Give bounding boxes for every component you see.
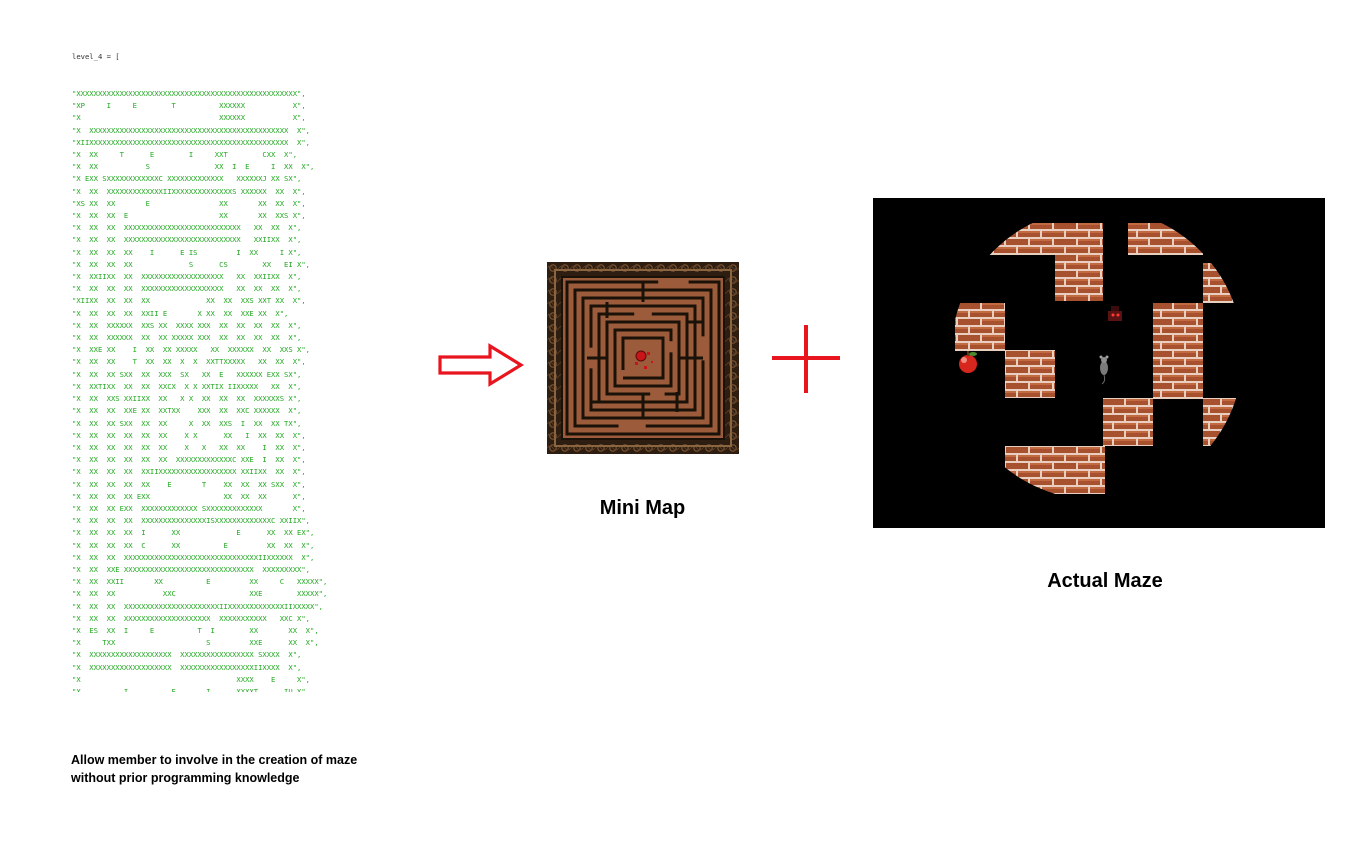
code-line: "X XX XXII XX E XX C XXXXX", <box>72 577 328 587</box>
code-line: "X XX XX XX C XX E XX XX X", <box>72 540 315 550</box>
code-line: "X XX XX XXXXXXXXXXXXXXXXXXXXXXXXXXXXXXX… <box>72 552 315 562</box>
code-line: "X XX XX SXX XX XX X XX XXS I XX XX TX", <box>72 418 302 428</box>
description-line-2: without prior programming knowledge <box>71 771 300 785</box>
code-line: "X XXIIXX XX XXXXXXXXXXXXXXXXXXX XX XXII… <box>72 272 302 282</box>
code-line: "X XX S XX I E I XX X", <box>72 162 315 172</box>
code-line: "X XX T E I XXT CXX X", <box>72 150 298 160</box>
code-line: "X XXE XX I XX XX XXXXX XX XXXXXX XX XXS… <box>72 345 310 355</box>
code-line: "X XXXXXXXXXXXXXXXXXXX XXXXXXXXXXXXXXXXX… <box>72 650 302 660</box>
code-line: "X XX XXXXXX XX XX XXXXX XXX XX XX XX XX… <box>72 333 302 343</box>
level-code-listing: level_4 = [ "XXXXXXXXXXXXXXXXXXXXXXXXXXX… <box>72 27 412 692</box>
code-line: "X XX XX XX XX XX X X XX XX I XX X", <box>72 442 306 452</box>
code-line: "X XX XX XXXXXXXXXXXXXXXXXXXXXXIIXXXXXXX… <box>72 601 323 611</box>
code-line: "X XX XX XX XX E T XX XX XX SXX X", <box>72 479 306 489</box>
code-line: "X EXX SXXXXXXXXXXXXC XXXXXXXXXXXXX XXXX… <box>72 174 302 184</box>
code-line: "X I E I XXXXT IU X", <box>72 686 310 692</box>
code-line: "X XX XX XX XXXXXXXXXXXXXXXXXXX XX XX XX… <box>72 284 302 294</box>
apple-icon <box>959 351 977 373</box>
code-line: "X XX XX XX XXIIXXXXXXXXXXXXXXXXXX XXIIX… <box>72 467 306 477</box>
plus-icon <box>772 325 840 393</box>
code-line: "X XX XXXXXX XXS XX XXXX XXX XX XX XX XX… <box>72 320 302 330</box>
code-line: "X XX XX XXC XXE XXXXX", <box>72 589 328 599</box>
code-line: "XXXXXXXXXXXXXXXXXXXXXXXXXXXXXXXXXXXXXXX… <box>72 89 306 99</box>
code-line: "X XX XX XX XXXXXXXXXXXXXXXISXXXXXXXXXXX… <box>72 516 310 526</box>
description: Allow member to involve in the creation … <box>71 751 401 787</box>
code-line: "XIIXXXXXXXXXXXXXXXXXXXXXXXXXXXXXXXXXXXX… <box>72 137 310 147</box>
code-line: "X XXXXXXXXXXXXXXXXXXXXXXXXXXXXXXXXXXXXX… <box>72 125 310 135</box>
code-line: "X XX XXS XXIIXX XX X X XX XX XX XXXXXXS… <box>72 394 302 404</box>
description-line-1: Allow member to involve in the creation … <box>71 753 358 767</box>
right-arrow-outline-icon <box>438 343 524 387</box>
mini-map-caption: Mini Map <box>599 497 686 519</box>
code-line: "X XX XX XX S CS XX EI X", <box>72 259 310 269</box>
code-lines: "XXXXXXXXXXXXXXXXXXXXXXXXXXXXXXXXXXXXXXX… <box>72 88 412 692</box>
actual-maze-view <box>873 198 1325 528</box>
code-line: "X XX XX XX XXII E X XX XX XXE XX X", <box>72 308 289 318</box>
code-line: "X XXXXXXXXXXXXXXXXXXX XXXXXXXXXXXXXXXXX… <box>72 662 302 672</box>
code-line: "X TXX S XXE XX X", <box>72 638 319 648</box>
code-line: "X XXXX E X", <box>72 674 310 684</box>
code-line: "X XX XX XX I E IS I XX I X", <box>72 247 302 257</box>
code-line: "X XX XX XXXXXXXXXXXXXXXXXXXXXXXXXXX XXI… <box>72 235 302 245</box>
code-line: "XIIXX XX XX XX XX XX XXS XXT XX X", <box>72 296 306 306</box>
code-line: "X XX XX XXXXXXXXXXXXXXXXXXXXXXXXXXX XX … <box>72 223 302 233</box>
actual-maze-canvas <box>955 223 1243 494</box>
code-header: level_4 = [ <box>72 52 120 62</box>
code-line: "XP I E T XXXXXX X", <box>72 101 306 111</box>
code-line: "X XXTIXX XX XX XXCX X X XXTIX IIXXXXX X… <box>72 381 302 391</box>
code-line: "X XX XX XX XX XX XXXXXXXXXXXXXC XXE I X… <box>72 455 306 465</box>
mini-map-image <box>547 262 739 454</box>
monster-icon <box>1108 306 1122 321</box>
code-line: "X XX XX SXX XX XXX SX XX E XXXXXX EXX S… <box>72 369 302 379</box>
code-line: "X XX XX XX XX XX X X XX I XX XX X", <box>72 430 306 440</box>
code-line: "X ES XX I E T I XX XX X", <box>72 625 319 635</box>
code-line: "X XX XXXXXXXXXXXXXIIXXXXXXXXXXXXXXS XXX… <box>72 186 306 196</box>
code-line: "X XX XX E XX XX XXS X", <box>72 211 306 221</box>
actual-maze-caption: Actual Maze <box>1047 570 1163 592</box>
code-line: "X XX XXE XXXXXXXXXXXXXXXXXXXXXXXXXXXXXX… <box>72 564 310 574</box>
code-line: "X XX XX T XX XX X X XXTTXXXXX XX XX X", <box>72 357 306 367</box>
code-line: "X XX XX XX EXX XX XX XX X", <box>72 491 306 501</box>
code-line: "X XX XX XX I XX E XX XX EX", <box>72 528 315 538</box>
player-marker <box>635 350 647 362</box>
code-line: "X XX XX XXXXXXXXXXXXXXXXXXXX XXXXXXXXXX… <box>72 613 310 623</box>
code-line: "X XX XX EXX XXXXXXXXXXXXX SXXXXXXXXXXXX… <box>72 503 306 513</box>
code-line: "X XX XX XXE XX XXTXX XXX XX XXC XXXXXX … <box>72 406 302 416</box>
code-line: "X XXXXXX X", <box>72 113 306 123</box>
rat-icon <box>1099 355 1109 385</box>
code-line: "XS XX XX E XX XX XX X", <box>72 198 306 208</box>
